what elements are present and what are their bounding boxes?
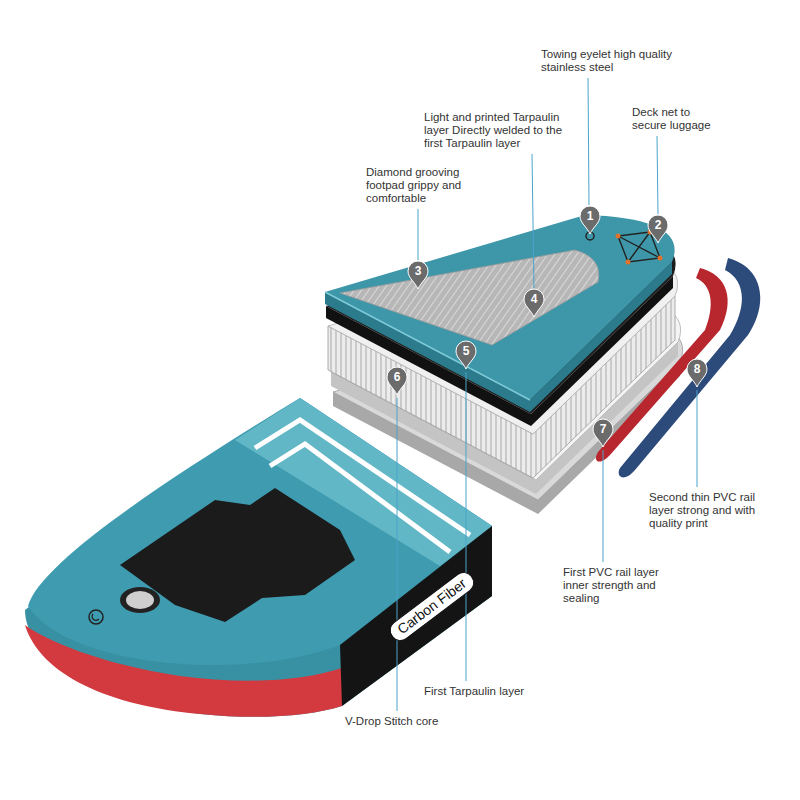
callout-text-box: First Tarpaulin layer [424, 685, 524, 698]
callout-marker: 3 [407, 260, 429, 290]
callout-text-box: Second thin PVC rail layer strong and wi… [649, 491, 774, 530]
net-anchor [626, 260, 631, 265]
leader-line [603, 450, 604, 562]
callout-text-box: First PVC rail layer inner strength and … [563, 566, 671, 605]
callout-text-box: Light and printed Tarpaulin layer Direct… [424, 111, 582, 150]
leader-line [657, 136, 658, 214]
callout-text-box: Towing eyelet high quality stainless ste… [541, 48, 691, 74]
leader-line [588, 78, 589, 205]
top-layer [325, 215, 675, 400]
callout-number: 8 [686, 358, 708, 380]
callout-text: Deck net to secure luggage [632, 106, 711, 131]
pin-outline [687, 359, 707, 387]
callout-marker: 4 [523, 288, 545, 318]
callout-text: First Tarpaulin layer [424, 685, 524, 697]
brand-label: Carbon Fiber [386, 568, 479, 645]
callout-text-box: V-Drop Stitch core [345, 715, 438, 728]
pin-outline [387, 367, 407, 395]
carbon-band [340, 526, 492, 706]
callout-text: Diamond grooving footpad grippy and comf… [366, 166, 461, 204]
callout-text: Towing eyelet high quality stainless ste… [541, 48, 672, 73]
deck-fitting-center [126, 591, 154, 609]
leader-line [418, 209, 419, 260]
callout-text-box: Diamond grooving footpad grippy and comf… [366, 166, 474, 205]
pin-outline [593, 419, 613, 447]
callout-number: 3 [407, 260, 429, 282]
leader-line [532, 154, 534, 288]
pin-outline [648, 215, 668, 243]
leader-line [466, 372, 467, 681]
callout-marker: 6 [386, 366, 408, 396]
net-anchor [616, 234, 621, 239]
callout-text-box: Deck net to secure luggage [632, 106, 718, 132]
brand-text: Carbon Fiber [394, 575, 469, 638]
net-anchor [658, 256, 663, 261]
callout-marker: 2 [647, 214, 669, 244]
callout-marker: 8 [686, 358, 708, 388]
pin-outline [580, 206, 600, 234]
callout-marker: 5 [455, 340, 477, 370]
pin-outline [408, 261, 428, 289]
callout-marker: 7 [592, 418, 614, 448]
nose-footpad [120, 488, 355, 622]
callout-number: 1 [579, 205, 601, 227]
deck-ring-mark [92, 614, 99, 620]
deck-ring [89, 610, 103, 624]
callout-marker: 1 [579, 205, 601, 235]
callout-text: Second thin PVC rail layer strong and wi… [649, 491, 755, 529]
leader-line [397, 398, 398, 711]
callout-number: 6 [386, 366, 408, 388]
second-pvc-rail [619, 258, 761, 477]
leader-line [697, 390, 698, 487]
callout-number: 7 [592, 418, 614, 440]
callout-text: Light and printed Tarpaulin layer Direct… [424, 111, 562, 149]
callout-number: 4 [523, 288, 545, 310]
footpad [340, 250, 599, 345]
callout-text: First PVC rail layer inner strength and … [563, 566, 659, 604]
callout-text: V-Drop Stitch core [345, 715, 438, 727]
callout-number: 2 [647, 214, 669, 236]
pin-outline [456, 341, 476, 369]
deck-fitting [120, 587, 160, 613]
pin-outline [524, 289, 544, 317]
callout-number: 5 [455, 340, 477, 362]
